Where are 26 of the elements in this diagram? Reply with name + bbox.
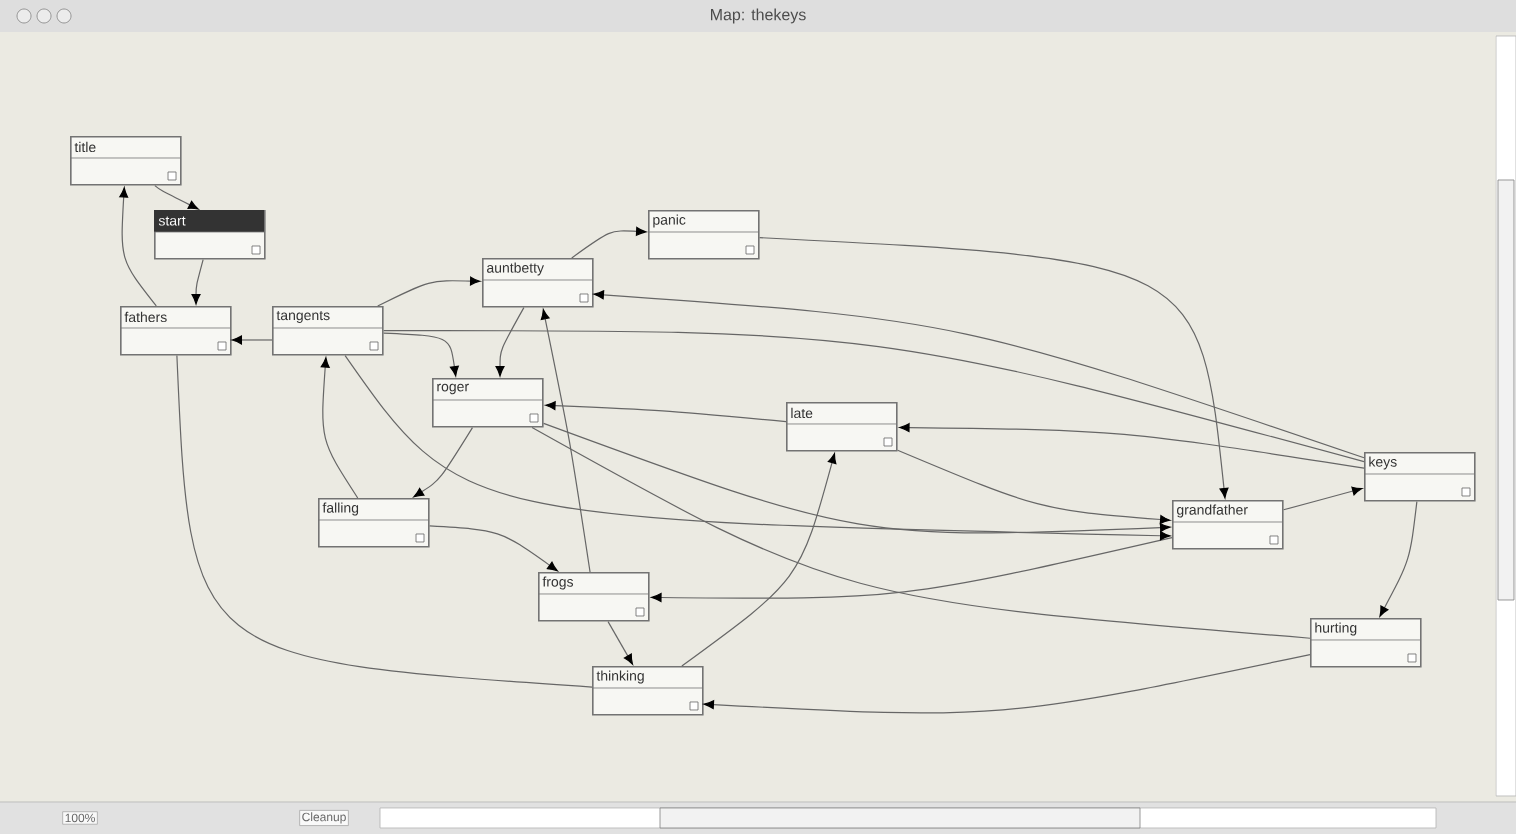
- link-arrow: [344, 355, 1171, 541]
- link-arrow: [383, 332, 459, 377]
- link-arrow: [543, 422, 1171, 534]
- link-arrow: [231, 335, 273, 345]
- link-arrow: [413, 427, 474, 498]
- link-arrow: [897, 449, 1171, 524]
- link-arrow: [377, 276, 481, 307]
- link-arrow: [545, 401, 787, 423]
- link-arrow: [495, 307, 525, 377]
- link-arrow: [899, 423, 1365, 469]
- link-arrow: [191, 259, 204, 305]
- link-arrow: [429, 525, 558, 572]
- link-arrow: [681, 453, 837, 667]
- link-arrow: [703, 653, 1311, 714]
- link-arrow: [759, 237, 1229, 499]
- link-arrow: [593, 290, 1365, 459]
- link-arrow: [154, 185, 199, 210]
- link-arrow: [607, 621, 634, 665]
- link-arrow: [1379, 500, 1418, 617]
- link-arrow: [320, 357, 359, 499]
- link-arrow: [1283, 486, 1363, 511]
- link-arrow: [540, 309, 591, 573]
- link-arrow: [651, 536, 1173, 602]
- link-arrow: [571, 226, 647, 259]
- window-title: Map: thekeys: [711, 8, 806, 24]
- link-arrow: [119, 187, 157, 307]
